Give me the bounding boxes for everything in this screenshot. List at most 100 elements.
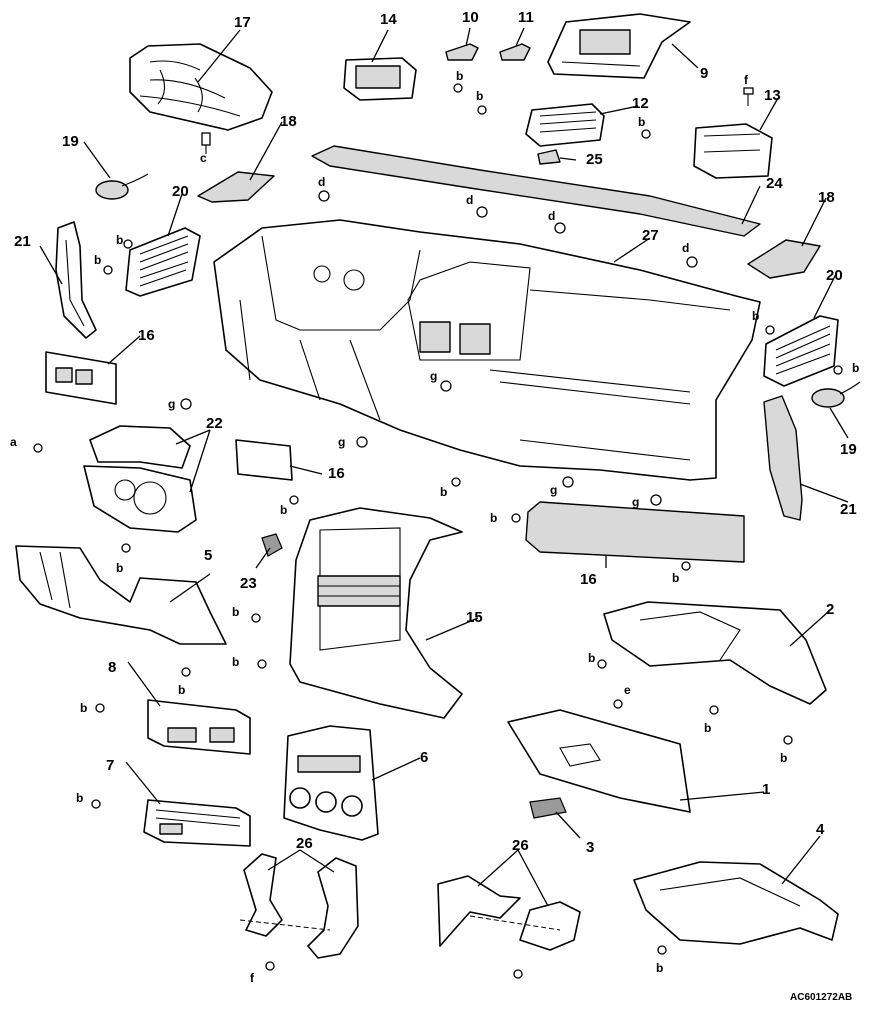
letter-e: e bbox=[624, 683, 631, 697]
fasteners bbox=[33, 83, 843, 979]
callout-14: 14 bbox=[380, 11, 397, 28]
callout-17: 17 bbox=[234, 14, 251, 31]
sensor-right bbox=[811, 381, 861, 408]
letter-b: b bbox=[116, 561, 123, 575]
side-panel-right bbox=[763, 395, 803, 521]
brackets-right bbox=[437, 875, 581, 951]
letter-b: b bbox=[752, 309, 759, 323]
multi-display-housing bbox=[547, 13, 691, 79]
switch-25 bbox=[537, 149, 561, 165]
letter-b: b bbox=[672, 571, 679, 585]
glove-box-housing bbox=[603, 601, 827, 705]
lower-trim-strip bbox=[525, 501, 745, 563]
letter-b: b bbox=[232, 655, 239, 669]
callout-16-right: 16 bbox=[580, 571, 597, 588]
callout-13: 13 bbox=[764, 87, 781, 104]
audio-unit-upper bbox=[147, 699, 251, 755]
screw-c bbox=[201, 132, 211, 154]
letter-b: b bbox=[456, 69, 463, 83]
letter-b: b bbox=[116, 233, 123, 247]
letter-b: b bbox=[94, 253, 101, 267]
side-cover-right bbox=[747, 239, 821, 279]
callout-10: 10 bbox=[462, 9, 479, 26]
center-panel-frame bbox=[289, 507, 463, 719]
callout-15: 15 bbox=[466, 609, 483, 626]
callout-8: 8 bbox=[108, 659, 116, 676]
letter-g: g bbox=[632, 495, 639, 509]
callout-11: 11 bbox=[518, 9, 534, 26]
audio-unit-lower bbox=[143, 799, 251, 847]
letter-a: a bbox=[10, 435, 17, 449]
callout-23: 23 bbox=[240, 575, 257, 592]
letter-f: f bbox=[250, 971, 255, 985]
glove-box-latch bbox=[529, 797, 567, 819]
callout-19-left: 19 bbox=[62, 133, 79, 150]
callout-26-right: 26 bbox=[512, 837, 529, 854]
callout-27: 27 bbox=[642, 227, 659, 244]
letter-b: b bbox=[232, 605, 239, 619]
callout-19-right: 19 bbox=[840, 441, 857, 458]
letter-b: b bbox=[588, 651, 595, 665]
air-vent-right bbox=[763, 315, 839, 387]
switch-panel-left bbox=[45, 351, 117, 405]
callout-20-right: 20 bbox=[826, 267, 843, 284]
letter-b: b bbox=[440, 485, 447, 499]
letter-c: c bbox=[200, 151, 207, 165]
callout-20-left: 20 bbox=[172, 183, 189, 200]
instrument-cluster-hood bbox=[129, 43, 273, 131]
callout-18-right: 18 bbox=[818, 189, 835, 206]
letter-d: d bbox=[466, 193, 473, 207]
callout-7: 7 bbox=[106, 757, 114, 774]
display-unit bbox=[343, 57, 417, 101]
callout-22: 22 bbox=[206, 415, 223, 432]
diagram-code: AC601272AB bbox=[790, 992, 852, 1003]
sensor-left bbox=[95, 173, 149, 200]
callout-6: 6 bbox=[420, 749, 428, 766]
callout-5: 5 bbox=[204, 547, 212, 564]
control-unit-right bbox=[693, 123, 773, 179]
leader-lines bbox=[39, 27, 849, 907]
steering-column-cover bbox=[83, 425, 197, 533]
callout-3: 3 bbox=[586, 839, 594, 856]
lower-knee-panel bbox=[15, 545, 227, 645]
letter-g: g bbox=[168, 397, 175, 411]
dash-top-panel bbox=[311, 145, 761, 237]
side-panel-left bbox=[55, 221, 97, 339]
screw-f bbox=[743, 87, 754, 106]
letter-g: g bbox=[550, 483, 557, 497]
letter-b: b bbox=[476, 89, 483, 103]
fastener-letters: b b b f c d d d d b b b b g g g a b g g … bbox=[10, 69, 859, 985]
letter-b: b bbox=[178, 683, 185, 697]
clip-23 bbox=[261, 533, 283, 557]
callout-1: 1 bbox=[762, 781, 770, 798]
switch-11 bbox=[499, 43, 531, 61]
letter-b: b bbox=[76, 791, 83, 805]
letter-b: b bbox=[490, 511, 497, 525]
letter-b: b bbox=[852, 361, 859, 375]
callout-24: 24 bbox=[766, 175, 783, 192]
letter-b: b bbox=[656, 961, 663, 975]
callout-2: 2 bbox=[826, 601, 834, 618]
letter-b: b bbox=[638, 115, 645, 129]
side-cover-left bbox=[197, 171, 275, 203]
brackets-left bbox=[239, 853, 359, 959]
letter-d: d bbox=[318, 175, 325, 189]
callout-21-left: 21 bbox=[14, 233, 31, 250]
air-vent-left bbox=[125, 227, 201, 297]
callout-18-left: 18 bbox=[280, 113, 297, 130]
instrument-panel-main bbox=[213, 219, 761, 481]
callout-numbers: 17 14 10 11 9 12 13 18 19 25 24 20 18 27… bbox=[14, 9, 857, 856]
callout-16-center: 16 bbox=[328, 465, 345, 482]
letter-b: b bbox=[80, 701, 87, 715]
floor-duct bbox=[633, 861, 839, 945]
letter-g: g bbox=[430, 369, 437, 383]
callout-12: 12 bbox=[632, 95, 649, 112]
switch-10 bbox=[445, 43, 479, 61]
callout-9: 9 bbox=[700, 65, 708, 82]
small-cover-center bbox=[235, 439, 293, 481]
climate-control-panel bbox=[283, 725, 379, 841]
letter-b: b bbox=[704, 721, 711, 735]
callout-16-left: 16 bbox=[138, 327, 155, 344]
callout-25: 25 bbox=[586, 151, 603, 168]
